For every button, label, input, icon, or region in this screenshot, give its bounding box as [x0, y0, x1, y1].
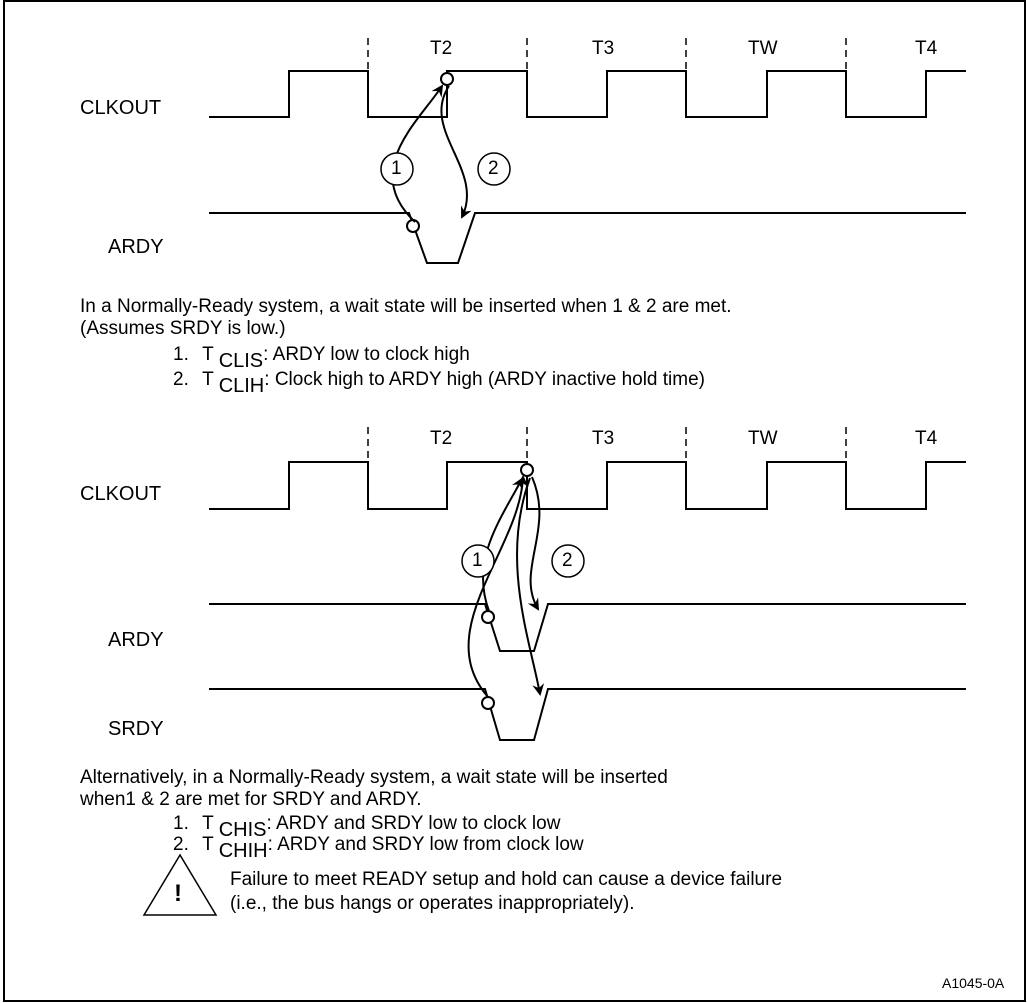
item-subscript: CHIS	[218, 819, 267, 841]
diagram2-period-t3: T3	[592, 428, 615, 449]
item-symbol: T	[202, 344, 214, 365]
diagram2-description-line1: Alternatively, in a Normally-Ready syste…	[80, 767, 668, 788]
diagram2-period-tw: TW	[748, 428, 778, 449]
item-symbol: T	[202, 369, 214, 390]
diagram1-clkout-ref-circle	[440, 72, 454, 86]
diagram1-period-t3: T3	[592, 38, 615, 59]
item-text: : ARDY and SRDY low from clock low	[267, 834, 584, 855]
diagram2-ardy-ref-circle	[481, 610, 495, 624]
diagram1-arrow-2	[440, 85, 472, 219]
diagram2-marker-1-circle	[461, 544, 495, 578]
diagram1-arrow-1	[391, 84, 444, 223]
diagram2-item-1: 1. T CHIS: ARDY and SRDY low to clock lo…	[173, 812, 561, 841]
diagram2-marker-1: 1	[472, 550, 483, 571]
diagram2-srdy-waveform	[209, 688, 966, 741]
item-number: 2.	[173, 369, 189, 390]
diagram2-clkout-waveform	[209, 461, 966, 510]
diagram1-marker-1: 1	[391, 158, 402, 179]
diagram2-marker-2: 2	[562, 550, 573, 571]
diagram1-marker-2: 2	[488, 158, 499, 179]
item-symbol: T	[202, 813, 214, 834]
item-text: : Clock high to ARDY high (ARDY inactive…	[264, 369, 705, 390]
figure-frame	[3, 0, 1026, 1002]
item-subscript: CLIH	[218, 375, 265, 397]
diagram2-ardy-waveform	[209, 603, 966, 652]
diagram2-arrow-2a	[527, 476, 541, 611]
warning-line1: Failure to meet READY setup and hold can…	[230, 869, 783, 890]
diagram1-period-dividers	[367, 38, 847, 72]
diagram1-period-t2: T2	[430, 38, 453, 59]
diagram2-signal-srdy: SRDY	[108, 718, 164, 740]
diagram2-arrow-1a	[481, 477, 523, 612]
item-subscript: CHIH	[218, 840, 268, 862]
diagram1-signal-ardy: ARDY	[108, 236, 164, 258]
diagram2-item-2: 2. T CHIH: ARDY and SRDY low from clock …	[173, 833, 584, 862]
diagram2-period-t2: T2	[430, 428, 453, 449]
item-text: : ARDY low to clock high	[263, 344, 470, 365]
diagram2-signal-clkout: CLKOUT	[80, 483, 162, 505]
diagram2-arrow-2b	[516, 477, 545, 696]
diagram1-period-t4: T4	[915, 38, 938, 59]
diagram2-period-dividers	[367, 427, 847, 463]
item-number: 1.	[173, 344, 189, 365]
item-number: 2.	[173, 834, 189, 855]
diagram1-item-2: 2. T CLIH: Clock high to ARDY high (ARDY…	[173, 368, 705, 397]
diagram1-ardy-ref-circle	[406, 219, 420, 233]
warning-line2: (i.e., the bus hangs or operates inappro…	[230, 893, 635, 914]
diagram1-clkout-waveform	[209, 70, 966, 118]
diagram2-description-line2: when1 & 2 are met for SRDY and ARDY.	[80, 789, 422, 810]
diagram1-signal-clkout: CLKOUT	[80, 97, 162, 119]
diagram2-period-t4: T4	[915, 428, 938, 449]
diagram2-clkout-ref-circle	[520, 463, 534, 477]
diagram2-srdy-ref-circle	[481, 696, 495, 710]
item-number: 1.	[173, 813, 189, 834]
item-subscript: CLIS	[218, 350, 264, 372]
diagram1-marker-2-circle	[477, 152, 511, 186]
item-text: : ARDY and SRDY low to clock low	[266, 813, 561, 834]
diagram2-marker-2-circle	[551, 544, 585, 578]
item-symbol: T	[202, 834, 214, 855]
diagram1-note: (Assumes SRDY is low.)	[80, 318, 286, 339]
warning-triangle-icon	[142, 853, 218, 916]
diagram2-signal-ardy: ARDY	[108, 629, 164, 651]
diagram1-ardy-waveform	[209, 212, 966, 264]
diagram1-marker-1-circle	[380, 152, 414, 186]
diagram1-item-1: 1. T CLIS: ARDY low to clock high	[173, 343, 470, 372]
diagram1-description: In a Normally-Ready system, a wait state…	[80, 296, 732, 317]
figure-id: A1045-0A	[942, 975, 1005, 991]
warning-exclamation-icon: !	[174, 880, 182, 907]
diagram1-period-tw: TW	[748, 38, 778, 59]
diagram2-arrow-1b	[467, 475, 529, 698]
